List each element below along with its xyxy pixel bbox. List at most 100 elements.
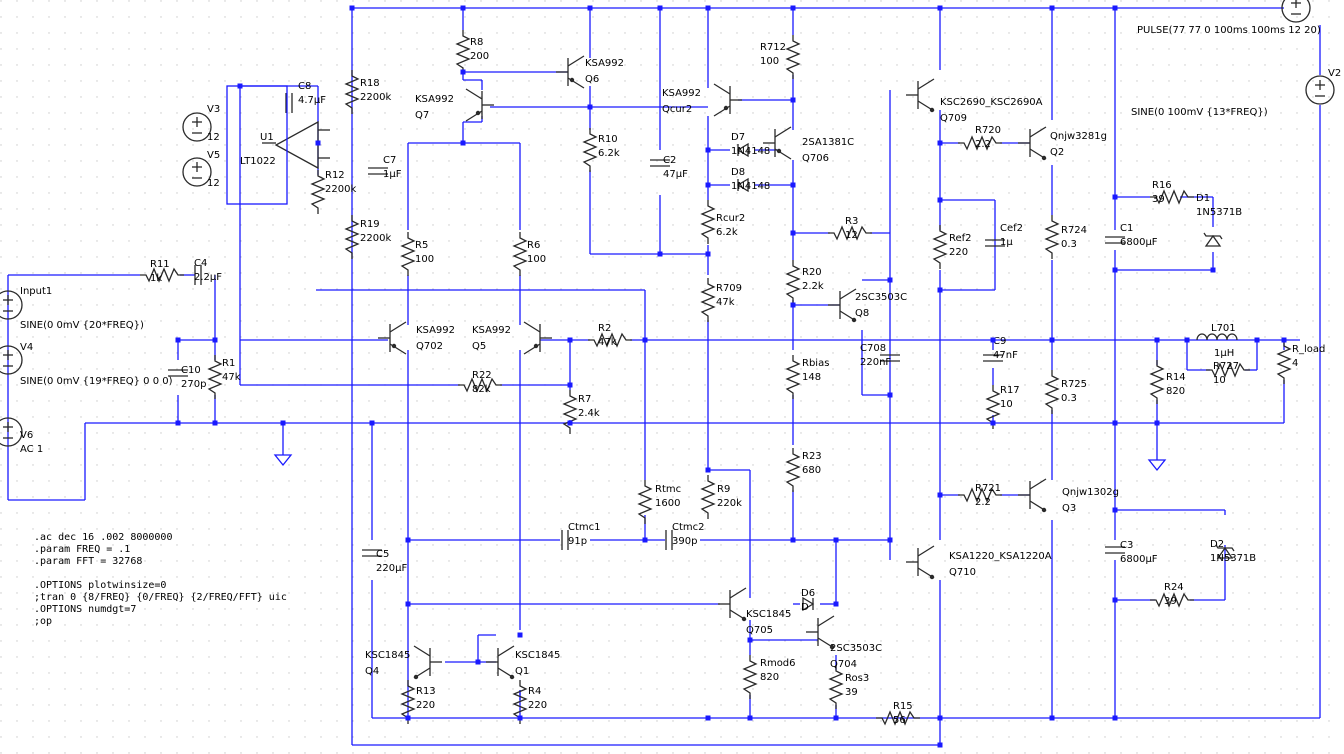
junction-dot [1254,337,1260,343]
junction-dot [405,715,411,721]
value-c7: 1µF [383,169,402,180]
junction-dot [349,5,355,11]
value-r20: 2.2k [802,281,824,292]
resistor-symbol [637,480,653,524]
resistor-symbol [985,385,1001,429]
value-r4: 220 [528,700,547,711]
junction-dot [475,659,481,665]
directive-line: .OPTIONS numdgt=7 [34,604,136,615]
ref-r18: R18 [360,78,380,89]
ground-symbol [273,454,293,467]
resistor-symbol [1150,189,1194,205]
ref-r709: R709 [716,283,742,294]
junction-dot [237,83,243,89]
resistor-symbol [512,680,528,724]
ref-q2: Q2 [1050,147,1064,158]
value-v6: AC 1 [20,444,43,455]
ref-d2: D2 [1210,539,1224,550]
model-q4: KSC1845 [365,650,410,661]
model-q5: KSA992 [472,325,511,336]
ref-v4: V4 [20,342,33,353]
ref-c8: C8 [298,81,311,92]
value-r_load: 4 [1292,358,1298,369]
diode-d6: D6D [801,588,815,613]
capacitor-c8: C84.7µF [285,81,326,113]
model-d2: 1N5371B [1210,553,1256,564]
resistor-symbol [207,355,223,399]
ref-r9: R9 [717,484,730,495]
resistor-symbol [140,267,184,283]
value-r7: 2.4k [578,408,600,419]
value-r3: 12 [845,230,858,241]
value-r6: 100 [527,254,546,265]
junction-dot [1112,194,1118,200]
value-r709: 47k [716,297,735,308]
junction-dot [642,337,648,343]
ref-v2: V2 [1328,68,1341,79]
resistor-symbol [1149,360,1165,404]
ref-r15: R15 [893,701,913,712]
ref-r1: R1 [222,358,235,369]
junction-dot [990,420,996,426]
ref-r23: R23 [802,451,822,462]
directive-line: .OPTIONS plotwinsize=0 [34,580,166,591]
junction-dot [642,537,648,543]
capacitor-c4: C42.2µF [194,258,222,285]
junction-dot [405,537,411,543]
ref-input1: Input1 [20,286,52,297]
value-c3: 6800µF [1120,554,1158,565]
junction-dot [937,492,943,498]
junction-dot [833,715,839,721]
value-c4: 2.2µF [194,272,222,283]
resistor-symbol [1150,592,1194,608]
resistor-symbol [1044,370,1060,414]
ref-r720: R720 [975,125,1001,136]
junction-dot [587,5,593,11]
resistor-symbol [310,170,326,214]
ref-q706: Q706 [802,153,829,164]
model-q702: KSA992 [416,325,455,336]
ref-r10: R10 [598,134,618,145]
junction-dot [833,537,839,543]
ref-u1: U1 [260,132,274,143]
junction-dot [937,715,943,721]
ref-r712: R712 [760,42,786,53]
value-r16: 39 [1152,194,1165,205]
junction-dot [1281,337,1287,343]
resistor-symbol [958,487,1002,503]
ref-r6: R6 [527,240,540,251]
model-d1: 1N5371B [1196,207,1242,218]
ref-r7: R7 [578,394,591,405]
junction-dot [460,5,466,11]
value-r14: 820 [1166,386,1185,397]
resistor-symbol [588,332,632,348]
ref-q6: Q6 [585,74,599,85]
ref-c5: C5 [376,549,389,560]
model-q704: 2SC3503C [830,643,882,654]
junction-dot [280,420,286,426]
resistor-symbol [785,35,801,79]
value-r23: 680 [802,465,821,476]
